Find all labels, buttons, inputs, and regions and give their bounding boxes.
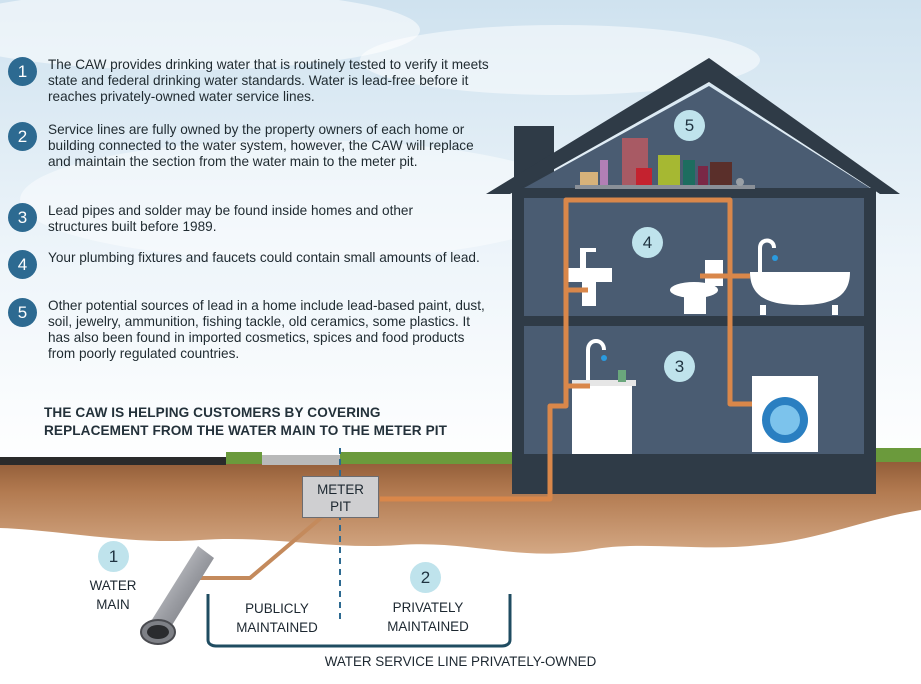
- bathtub: [750, 238, 850, 315]
- publicly-maintained-line-2: MAINTAINED: [236, 620, 318, 635]
- step-text: Other potential sources of lead in a hom…: [48, 298, 485, 361]
- attic-shelf: [575, 185, 755, 189]
- step-3: 3 Lead pipes and solder may be found ins…: [8, 203, 498, 235]
- attic-badge: 5: [674, 110, 705, 141]
- house: [200, 58, 900, 580]
- copper-pipes: [380, 197, 752, 502]
- lower-floor-badge: 3: [664, 351, 695, 382]
- step-number: 2: [8, 122, 37, 151]
- step-text: Your plumbing fixtures and faucets could…: [48, 250, 480, 265]
- privately-maintained-label: PRIVATELY MAINTAINED: [372, 598, 484, 636]
- cloud: [20, 140, 580, 260]
- step-number: 1: [8, 57, 37, 86]
- water-main-label-line-1: WATER: [89, 578, 137, 593]
- publicly-maintained-line-1: PUBLICLY: [245, 601, 309, 616]
- meter-pit: METER PIT: [302, 476, 379, 518]
- step-text: Lead pipes and solder may be found insid…: [48, 203, 414, 234]
- step-number: 4: [8, 250, 37, 279]
- kitchen-cabinet: [572, 339, 636, 454]
- road: [0, 457, 226, 465]
- water-main-badge: 1: [98, 541, 129, 572]
- cloud: [360, 25, 760, 95]
- upper-floor-badge: 4: [632, 227, 663, 258]
- step-text: The CAW provides drinking water that is …: [48, 57, 489, 104]
- service-line-public: [200, 498, 344, 580]
- step-2: 2 Service lines are fully owned by the p…: [8, 122, 498, 170]
- step-1: 1 The CAW provides drinking water that i…: [8, 57, 498, 105]
- step-text: Service lines are fully owned by the pro…: [48, 122, 474, 169]
- privately-maintained-line-1: PRIVATELY: [392, 600, 464, 615]
- step-5: 5 Other potential sources of lead in a h…: [8, 298, 498, 362]
- publicly-maintained-label: PUBLICLY MAINTAINED: [222, 599, 332, 637]
- step-4: 4 Your plumbing fixtures and faucets cou…: [8, 250, 498, 279]
- water-main-pipe: [140, 546, 214, 645]
- coverage-heading-line-1: THE CAW IS HELPING CUSTOMERS BY COVERING: [44, 405, 381, 420]
- coverage-heading-line-2: REPLACEMENT FROM THE WATER MAIN TO THE M…: [44, 423, 448, 438]
- step-number: 3: [8, 203, 37, 232]
- toilet: [670, 260, 723, 314]
- privately-maintained-line-2: MAINTAINED: [387, 619, 469, 634]
- grass: [226, 448, 921, 464]
- water-main-label-line-2: MAIN: [96, 597, 130, 612]
- service-line-bracket: [206, 594, 512, 648]
- water-main-label: WATER MAIN: [78, 576, 148, 614]
- coverage-heading: THE CAW IS HELPING CUSTOMERS BY COVERING…: [44, 404, 447, 440]
- step-number: 5: [8, 298, 37, 327]
- private-badge: 2: [410, 562, 441, 593]
- old-household-items: [580, 138, 744, 186]
- meter-pit-line-2: PIT: [330, 499, 351, 514]
- washing-machine: [752, 376, 818, 452]
- meter-pit-line-1: METER: [317, 482, 364, 497]
- service-line-footer: WATER SERVICE LINE PRIVATELY-OWNED: [324, 654, 597, 669]
- sidewalk: [262, 455, 340, 465]
- roof: [486, 58, 900, 194]
- cloud: [0, 0, 420, 70]
